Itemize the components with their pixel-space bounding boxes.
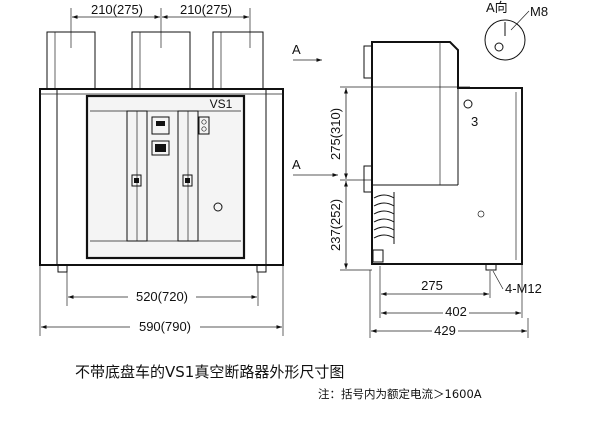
dim-402-label: 402	[445, 304, 467, 319]
counter-window	[198, 116, 210, 135]
contact-finger	[373, 226, 395, 231]
position-indicator-mark	[156, 121, 165, 126]
part-number-label: 3	[471, 114, 478, 129]
part-3-hole	[463, 99, 473, 109]
height-lower-label: 237(252)	[328, 199, 343, 251]
height-upper-label: 275(310)	[328, 108, 343, 160]
inner-width-label: 520(720)	[136, 289, 188, 304]
drawing-note: 注：括号内为额定电流＞1600A	[318, 387, 482, 401]
inner-width-label-bg	[128, 288, 196, 304]
front-foot-right	[256, 264, 267, 273]
front-panel	[85, 94, 246, 260]
contact-finger	[373, 194, 395, 199]
panel-screw	[213, 202, 223, 212]
side-body-outline	[371, 41, 523, 265]
counter-dot-bottom	[201, 126, 207, 132]
counter-dot-top	[201, 119, 207, 125]
pole-spacing-right-label: 210(275)	[180, 2, 232, 17]
outer-width-label-bg	[130, 318, 200, 334]
knob-left	[131, 174, 142, 187]
drawing-caption: 不带底盘车的VS1真空断路器外形尺寸图	[75, 363, 344, 381]
lower-terminal	[363, 165, 373, 193]
contact-fingers	[373, 192, 395, 244]
position-indicator-window	[151, 116, 170, 135]
view-a-terminal-circle	[484, 19, 526, 61]
spring-indicator-window	[151, 140, 170, 156]
view-arrow-upper-label: A	[292, 42, 301, 57]
contact-finger	[373, 210, 395, 215]
dim-429-label-bg	[432, 322, 458, 336]
bolt-leader-line	[492, 270, 504, 290]
view-a-label: A向	[486, 0, 508, 15]
contact-finger	[373, 202, 395, 207]
knob-right-core	[185, 178, 190, 183]
contact-finger	[373, 234, 395, 239]
housing-screw	[477, 210, 485, 218]
upper-terminal	[363, 45, 373, 79]
view-a-detail: A向 M8	[484, 0, 548, 61]
knob-left-core	[134, 178, 139, 183]
view-a-bolt-hole	[494, 42, 504, 52]
front-foot-left	[57, 264, 68, 273]
view-a-leader-line	[510, 10, 530, 31]
dim-429-label: 429	[434, 323, 456, 338]
view-a-bolt-label: M8	[530, 4, 548, 19]
bolt-label: 4-M12	[505, 281, 542, 296]
pole-spacing-left-label: 210(275)	[91, 2, 143, 17]
pole-right	[212, 31, 264, 90]
contact-finger	[373, 218, 395, 223]
front-body-outline	[39, 88, 284, 266]
side-view: A A 275(310) 237(252) 3	[292, 41, 542, 338]
dim-402-label-bg	[443, 303, 469, 317]
spring-indicator-mark	[155, 144, 166, 152]
view-arrow-lower-label: A	[292, 157, 301, 172]
knob-right	[182, 174, 193, 187]
side-foot	[485, 263, 497, 271]
front-view: 210(275) 210(275) VS1	[39, 2, 284, 336]
outer-width-label: 590(790)	[139, 319, 191, 334]
dim-275-label: 275	[421, 278, 443, 293]
lower-corner-block	[372, 249, 384, 263]
panel-label: VS1	[210, 97, 233, 111]
